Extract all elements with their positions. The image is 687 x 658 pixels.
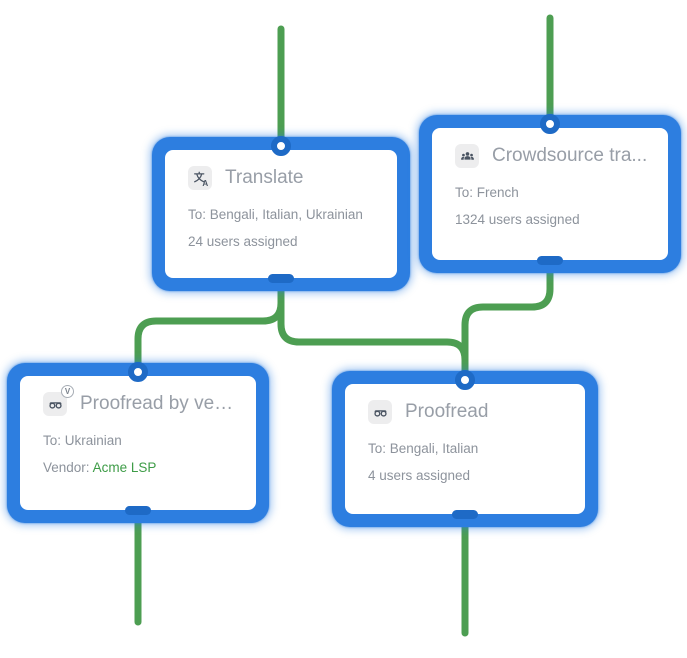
node-detail-languages: To: Bengali, Italian, Ukrainian <box>188 207 363 222</box>
node-detail-languages: To: Ukrainian <box>43 433 122 448</box>
glasses-vendor-icon: V <box>43 385 74 416</box>
edge-translate-to-proofread-vendor <box>134 274 285 378</box>
vendor-label: Vendor: <box>43 460 90 475</box>
output-handle[interactable] <box>537 256 563 265</box>
edge-crowdsource-to-proofread <box>461 256 554 390</box>
node-translate[interactable]: A Translate To: Bengali, Italian, Ukrain… <box>152 136 410 291</box>
node-title: Crowdsource tra... <box>492 145 648 166</box>
node-crowdsource-translation[interactable]: Crowdsource tra... To: French 1324 users… <box>419 114 681 273</box>
node-detail-languages: To: Bengali, Italian <box>368 441 479 456</box>
vendor-link[interactable]: Acme LSP <box>92 460 157 475</box>
input-port[interactable] <box>128 362 148 382</box>
node-proofread[interactable]: Proofread To: Bengali, Italian 4 users a… <box>332 370 598 527</box>
edge-translate-to-proofread <box>277 274 469 390</box>
node-detail-languages: To: French <box>455 185 519 200</box>
node-proofread-by-vendor[interactable]: V Proofread by vendor To: Ukrainian Vend… <box>7 362 269 523</box>
svg-text:A: A <box>202 178 208 186</box>
output-handle[interactable] <box>125 506 151 515</box>
glasses-icon <box>368 400 392 424</box>
node-card[interactable]: A Translate To: Bengali, Italian, Ukrain… <box>165 150 397 278</box>
node-card[interactable]: V Proofread by vendor To: Ukrainian Vend… <box>20 376 256 510</box>
node-card[interactable]: Crowdsource tra... To: French 1324 users… <box>432 128 668 260</box>
vendor-badge: V <box>61 385 74 398</box>
translate-icon: A <box>188 166 212 190</box>
crowd-icon <box>455 144 479 168</box>
node-card[interactable]: Proofread To: Bengali, Italian 4 users a… <box>345 384 585 514</box>
input-port[interactable] <box>540 114 560 134</box>
input-port[interactable] <box>271 136 291 156</box>
node-detail-vendor: Vendor: Acme LSP <box>43 460 242 475</box>
output-handle[interactable] <box>452 510 478 519</box>
input-port[interactable] <box>455 370 475 390</box>
node-detail-users: 4 users assigned <box>368 468 471 483</box>
node-title: Translate <box>225 167 304 188</box>
node-detail-users: 24 users assigned <box>188 234 298 249</box>
node-title: Proofread <box>405 401 489 422</box>
output-handle[interactable] <box>268 274 294 283</box>
node-title: Proofread by vendor <box>80 393 242 414</box>
node-detail-users: 1324 users assigned <box>455 212 580 227</box>
